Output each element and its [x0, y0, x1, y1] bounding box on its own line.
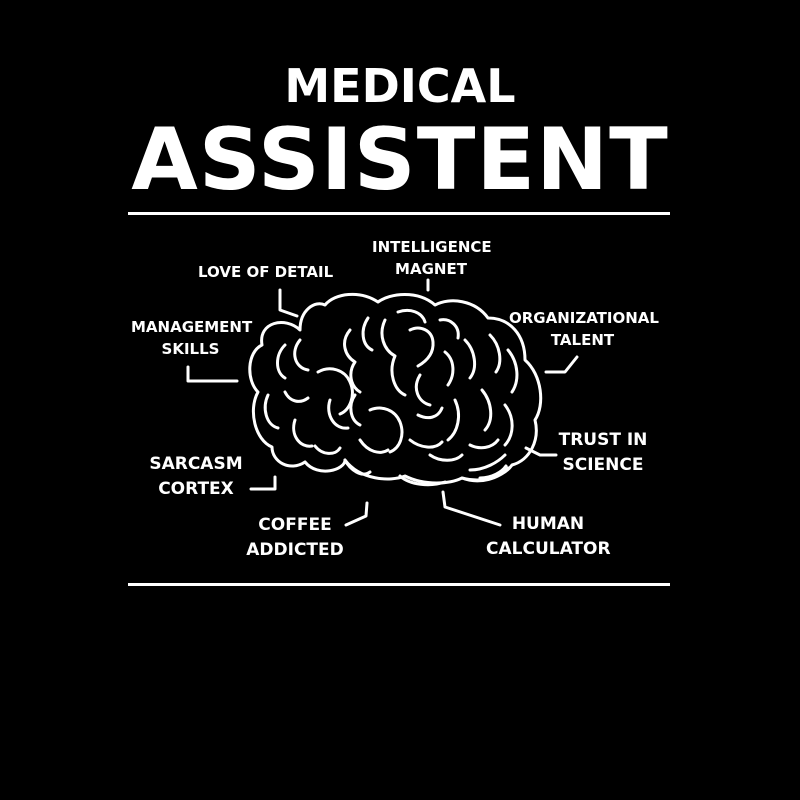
label-trust-in-science: TRUST IN SCIENCE: [558, 428, 648, 478]
label-line: SARCASM: [149, 454, 243, 474]
label-line: INTELLIGENCE: [372, 238, 492, 256]
label-line: MANAGEMENT: [131, 318, 253, 336]
leader-human-calculator: [441, 490, 502, 527]
label-coffee-addicted: COFFEE ADDICTED: [245, 513, 345, 563]
bottom-divider: [128, 583, 670, 586]
leader-management-skills: [186, 365, 239, 383]
leader-coffee-addicted: [344, 501, 369, 527]
label-line: TRUST IN: [558, 430, 648, 450]
leader-organizational-talent: [544, 355, 579, 374]
label-sarcasm-cortex: SARCASM CORTEX: [147, 452, 245, 502]
title-medical: MEDICAL: [284, 59, 516, 113]
label-line: ADDICTED: [246, 540, 344, 560]
label-line: ORGANIZATIONAL: [509, 309, 659, 327]
label-line: COFFEE: [258, 515, 332, 535]
label-line: TALENT: [550, 331, 615, 349]
label-organizational-talent: ORGANIZATIONAL TALENT: [509, 307, 659, 351]
top-divider: [128, 212, 670, 215]
brain-icon: [248, 293, 543, 487]
leader-lines: [186, 278, 579, 527]
label-line: MAGNET: [395, 260, 467, 278]
label-line: SKILLS: [161, 340, 220, 358]
label-human-calculator: HUMAN CALCULATOR: [486, 512, 611, 562]
label-love-of-detail: LOVE OF DETAIL: [198, 261, 333, 283]
title-assistent: ASSISTENT: [131, 110, 669, 210]
leader-sarcasm-cortex: [249, 475, 277, 491]
label-line: CORTEX: [158, 479, 234, 499]
label-line: SCIENCE: [562, 455, 644, 475]
label-line: LOVE OF DETAIL: [198, 263, 334, 281]
label-management-skills: MANAGEMENT SKILLS: [131, 316, 253, 360]
leader-love-of-detail: [278, 288, 299, 318]
label-intelligence-magnet: INTELLIGENCE MAGNET: [372, 236, 492, 280]
label-line: HUMAN: [511, 514, 585, 534]
label-line: CALCULATOR: [486, 539, 611, 559]
